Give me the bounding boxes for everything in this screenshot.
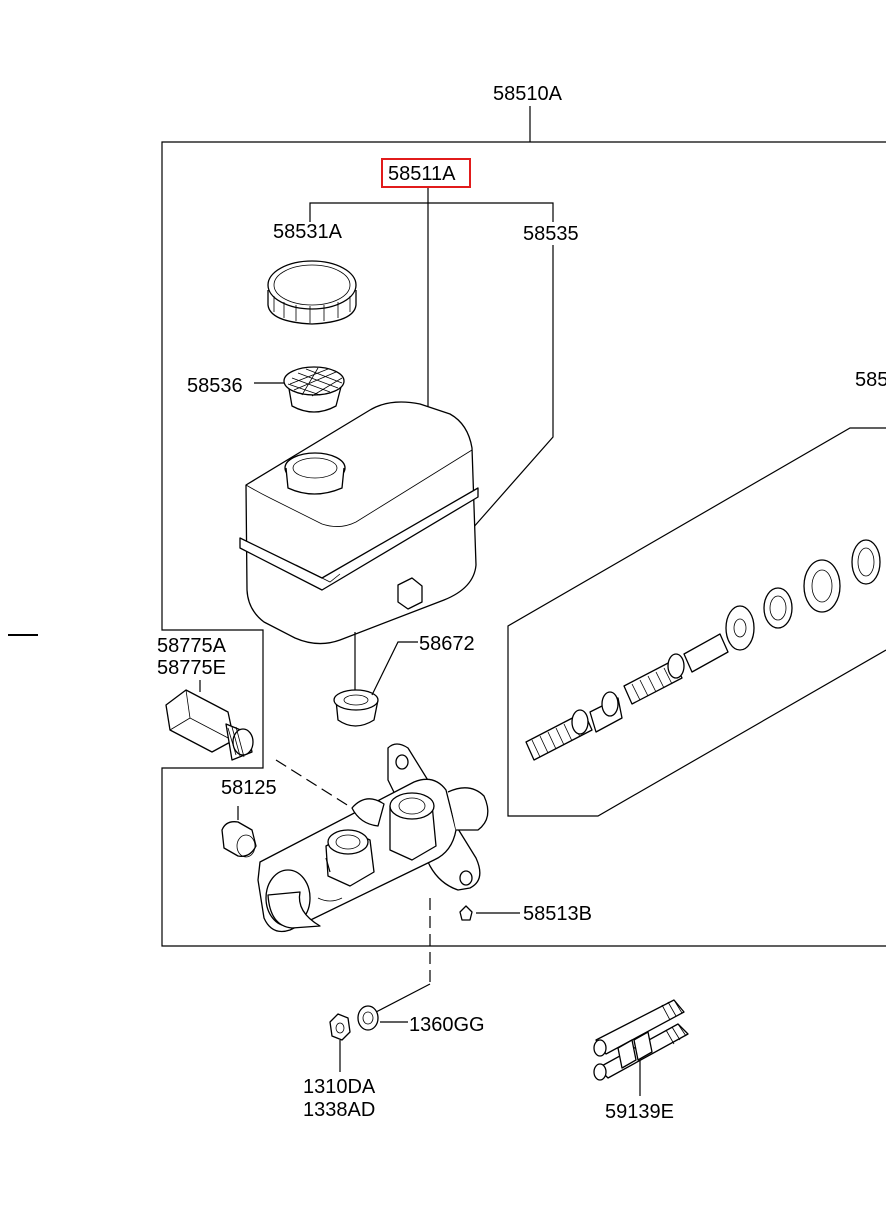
strainer-part[interactable]: [254, 366, 345, 413]
label-seal: 58125: [221, 777, 277, 799]
label-cut: 585: [855, 369, 886, 391]
piston-kit-part[interactable]: [507, 427, 886, 817]
grommet-part[interactable]: [333, 641, 418, 727]
fitting-part[interactable]: [165, 680, 254, 761]
label-screw: 58513B: [523, 903, 592, 925]
assembly-outline: [161, 106, 886, 947]
label-nut-b: 1338AD: [303, 1099, 375, 1121]
master-cylinder-part[interactable]: [257, 743, 489, 933]
label-pipe-joint: 59139E: [605, 1101, 674, 1123]
label-strainer: 58536: [187, 375, 243, 397]
label-fitting-e: 58775E: [157, 657, 226, 679]
seal-part[interactable]: [221, 806, 257, 858]
label-grommet: 58672: [419, 633, 475, 655]
label-cap: 58531A: [273, 221, 343, 243]
reservoir-cap-part[interactable]: [267, 260, 357, 325]
label-washer: 1360GG: [409, 1014, 485, 1036]
pipe-joint-part[interactable]: [593, 999, 689, 1096]
label-fitting-a: 58775A: [157, 635, 227, 657]
reservoir-body-part[interactable]: [239, 401, 479, 690]
label-sensor: 58535: [523, 223, 579, 245]
washer-nut-group[interactable]: [329, 898, 431, 1072]
label-nut-a: 1310DA: [303, 1076, 376, 1098]
screw-part[interactable]: [459, 905, 520, 921]
highlight-box: [381, 158, 471, 188]
label-reservoir: 58511A: [388, 163, 456, 185]
label-assembly: 58510A: [493, 83, 563, 105]
